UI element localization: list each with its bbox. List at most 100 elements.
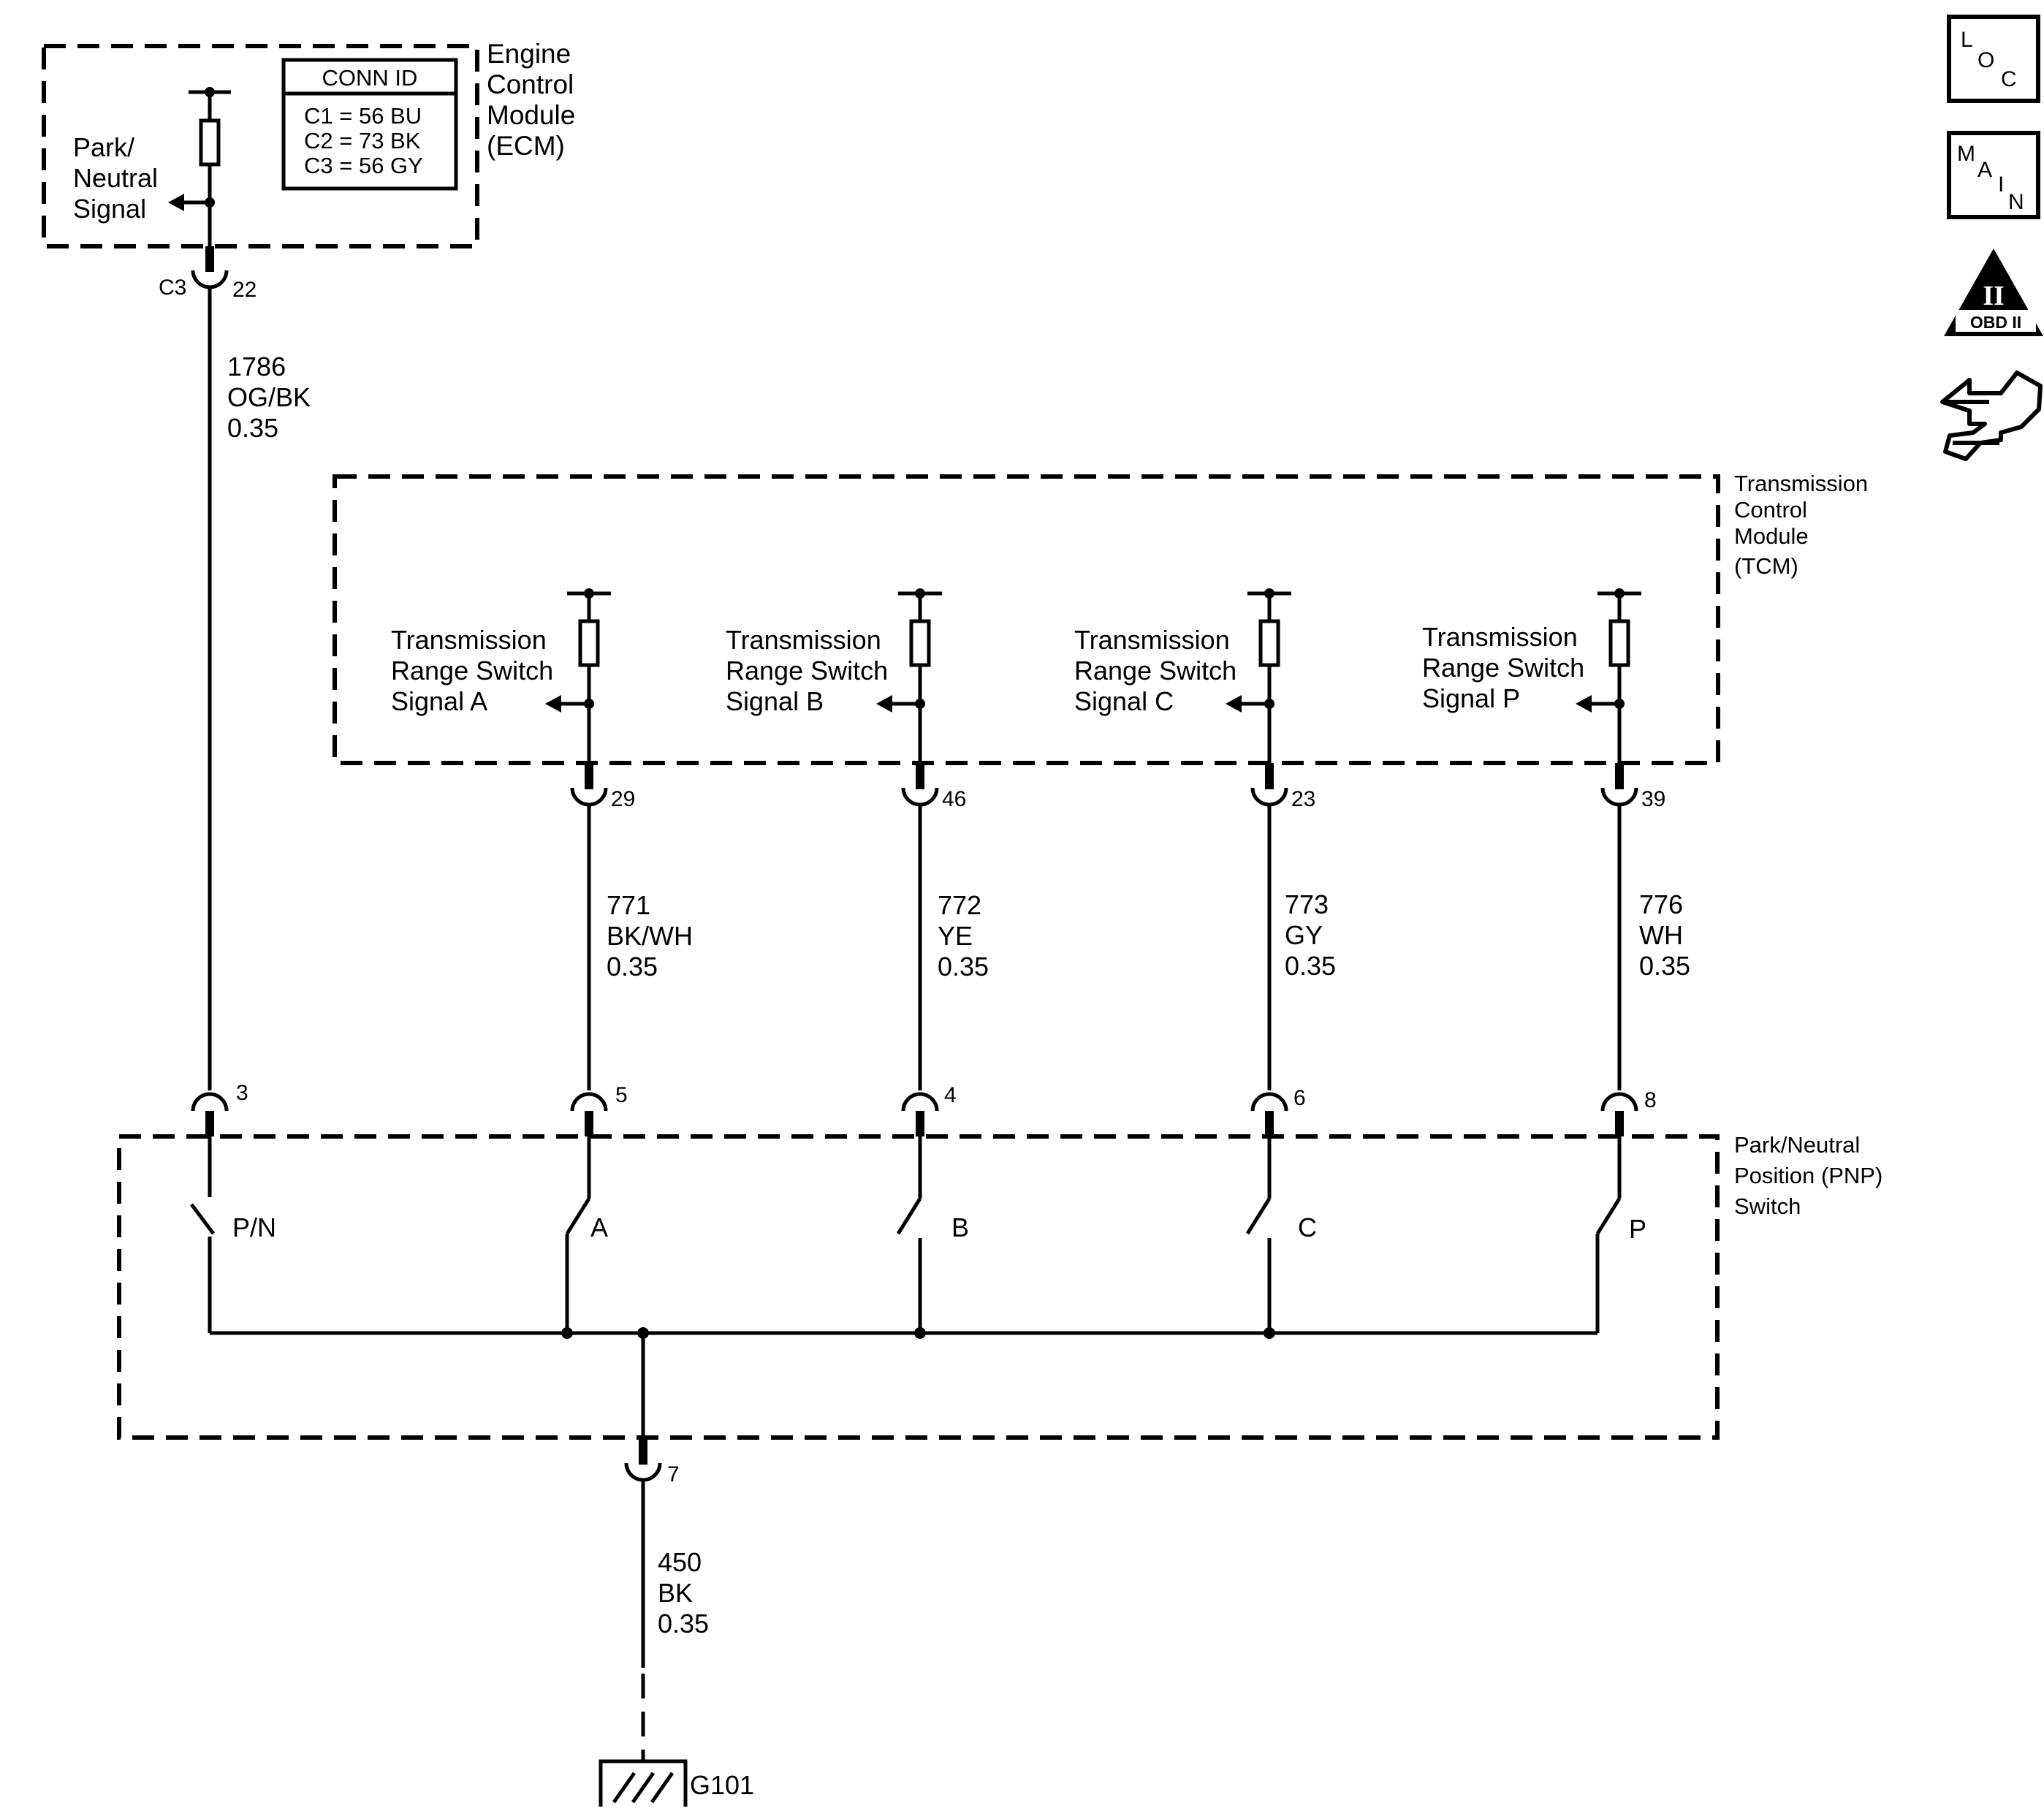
- tcm-signal-line: Signal B: [726, 686, 824, 716]
- wire-gauge: 0.35: [938, 952, 989, 982]
- splice-dot: [1264, 1327, 1275, 1339]
- wire-color: WH: [1639, 920, 1683, 950]
- pin-number: 46: [942, 787, 966, 811]
- conn-id-table: CONN ID C1 = 56 BU C2 = 73 BK C3 = 56 GY: [281, 58, 458, 191]
- tcm-signal-b: Transmission Range Switch Signal B: [726, 588, 942, 788]
- pnp-connector-pin: 4: [901, 1083, 957, 1136]
- hand-arrows-icon[interactable]: [1940, 371, 2043, 461]
- wire-gauge: 0.35: [658, 1609, 709, 1639]
- wire-1786-label: 1786 OG/BK 0.35: [227, 352, 311, 443]
- main-icon-letter: A: [1977, 158, 1992, 182]
- tcm-signal-line: Signal A: [391, 686, 487, 716]
- pin-number: 23: [1291, 787, 1315, 811]
- conn-id-row: C3 = 56 GY: [304, 153, 423, 178]
- ecm-title-line: (ECM): [487, 131, 565, 161]
- wire-circuit: 772: [938, 890, 981, 920]
- wire-circuit: 776: [1639, 889, 1683, 919]
- signal-arrow-icon: [545, 695, 561, 713]
- ecm-connector-id: C3: [159, 276, 186, 300]
- switch-label: C: [1298, 1212, 1317, 1242]
- loc-icon[interactable]: L O C: [1947, 15, 2040, 103]
- signal-arrow-icon: [168, 194, 184, 211]
- tcm-signal-line: Range Switch: [1074, 656, 1236, 686]
- tcm-connector-pin: 23: [1250, 763, 1315, 811]
- main-icon-letter: M: [1957, 142, 1975, 166]
- switch-label: P/N: [232, 1212, 276, 1242]
- wire-gauge: 0.35: [607, 952, 658, 982]
- main-icon-letter: I: [1998, 172, 2004, 197]
- pin-number: 7: [667, 1462, 680, 1487]
- ecm-signal-line: Signal: [73, 194, 146, 224]
- wire-450-label: 450 BK 0.35: [658, 1547, 709, 1639]
- ecm-title-line: Engine: [487, 39, 571, 69]
- switch-c: C: [1245, 1136, 1317, 1333]
- tcm-signal-line: Transmission: [1422, 622, 1578, 652]
- pin-number: 39: [1641, 787, 1665, 811]
- pin-number: 5: [615, 1083, 628, 1107]
- pin-number: 29: [611, 787, 635, 811]
- wire-color: GY: [1285, 920, 1323, 950]
- wire-color: BK: [658, 1578, 693, 1608]
- wire-color: BK/WH: [607, 921, 693, 951]
- ecm-module: Engine Control Module (ECM) CONN ID C1 =…: [42, 39, 575, 270]
- pnp-ground-connector: 7: [624, 1438, 680, 1487]
- pnp-connector-pin: 3: [191, 1081, 248, 1136]
- switch-b: B: [896, 1136, 969, 1333]
- signal-arrow-icon: [1576, 695, 1592, 713]
- tcm-title-line: (TCM): [1734, 553, 1798, 579]
- switch-label: B: [951, 1212, 969, 1242]
- ecm-title-line: Module: [487, 100, 575, 130]
- wire-gauge: 0.35: [1285, 951, 1336, 981]
- main-icon[interactable]: M A I N: [1947, 131, 2040, 219]
- obd-ii-icon[interactable]: OBD II II: [1944, 248, 2043, 336]
- ecm-pull-resistor: [168, 87, 231, 270]
- splice-dot: [914, 1327, 926, 1339]
- pin-number: 4: [944, 1083, 957, 1107]
- pnp-connector-pin: 5: [570, 1083, 628, 1136]
- ecm-pin-number: 22: [232, 278, 257, 302]
- tcm-connector-pin: 46: [901, 763, 966, 811]
- wire-776-label: 776 WH 0.35: [1639, 889, 1690, 981]
- tcm-signal-line: Range Switch: [391, 656, 553, 686]
- tcm-signal-line: Transmission: [726, 625, 881, 655]
- wire-gauge: 0.35: [1639, 951, 1690, 981]
- main-icon-letter: N: [2008, 190, 2024, 214]
- pin-number: 6: [1293, 1086, 1306, 1110]
- splice-dot: [561, 1327, 573, 1339]
- wire-773-label: 773 GY 0.35: [1285, 889, 1336, 981]
- tcm-connector-pin: 29: [570, 763, 635, 811]
- wire-772-label: 772 YE 0.35: [938, 890, 989, 982]
- tcm-signal-c: Transmission Range Switch Signal C: [1074, 588, 1291, 788]
- tcm-connector-pin: 39: [1600, 763, 1665, 811]
- loc-icon-letter: L: [1961, 28, 1973, 52]
- conn-id-row: C1 = 56 BU: [304, 103, 422, 129]
- tcm-signal-a: Transmission Range Switch Signal A: [391, 588, 611, 788]
- pnp-switch: Park/Neutral Position (PNP) Switch 3 5 4…: [117, 1081, 1882, 1440]
- switch-p: P: [1595, 1136, 1646, 1333]
- tcm-module: Transmission Control Module (TCM) Transm…: [333, 471, 1868, 788]
- wire-771-label: 771 BK/WH 0.35: [607, 890, 693, 982]
- pnp-title-line: Switch: [1734, 1193, 1801, 1219]
- ecm-signal-line: Neutral: [73, 163, 158, 193]
- pnp-title-line: Position (PNP): [1734, 1163, 1882, 1188]
- tcm-title-line: Module: [1734, 523, 1809, 549]
- tcm-title-line: Transmission: [1734, 471, 1868, 496]
- switch-p-n: P/N: [190, 1136, 276, 1333]
- ecm-connector-c3: C3 22: [159, 246, 257, 302]
- obd-ii-numeral: II: [1983, 281, 2005, 311]
- tcm-signal-line: Signal C: [1074, 686, 1174, 716]
- tcm-signal-p: Transmission Range Switch Signal P: [1422, 588, 1641, 788]
- switch-a: A: [565, 1136, 608, 1333]
- tcm-title-line: Control: [1734, 497, 1807, 523]
- signal-arrow-icon: [1226, 695, 1242, 713]
- obd-ii-label: OBD II: [1970, 313, 2021, 332]
- tcm-signal-line: Range Switch: [726, 656, 888, 686]
- conn-id-header: CONN ID: [322, 65, 418, 91]
- ecm-title-line: Control: [487, 69, 574, 99]
- ecm-signal-line: Park/: [73, 132, 134, 162]
- switch-label: A: [590, 1212, 608, 1242]
- pin-number: 8: [1644, 1088, 1657, 1112]
- signal-arrow-icon: [876, 695, 892, 713]
- tcm-signal-line: Transmission: [391, 625, 547, 655]
